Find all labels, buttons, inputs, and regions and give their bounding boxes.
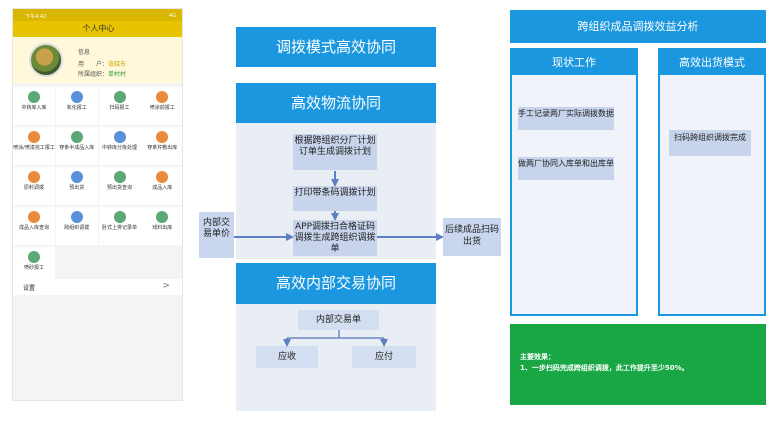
grid-item-label: 成品入库 [152,185,173,191]
settings-label: 设置 [23,285,36,292]
grid-item-label: 成品入库查询 [18,225,49,231]
function-icon [28,91,40,103]
avatar[interactable] [29,43,63,77]
current-work-item-1: 手工记录两厂实际调拨数据 [518,107,614,130]
user-label: 用 户： [78,61,109,68]
function-icon [156,91,169,103]
grid-item-label: 卧式上排记录单 [101,225,137,231]
shipping-box: 后续成品扫码出货 [443,218,501,256]
current-work-panel [510,48,638,316]
grid-item[interactable]: 中转库分拣处理 [98,127,141,165]
grid-item-label: 穿条半成品入库 [59,145,95,151]
info-title: 信息 [78,49,91,56]
grid-item-label: 预出货查询 [106,185,132,191]
grid-item[interactable]: 卧式上排记录单 [98,207,141,245]
grid-item-label: 跨组织调拨 [64,225,90,231]
internal-price-box: 内部交易单价 [199,212,234,258]
heading-logistics: 高效物流协同 [236,83,436,123]
function-icon [113,131,126,143]
grid-item-label: 穿条芹敷出库 [147,145,178,151]
grid-item[interactable]: 原料调拨 [13,167,55,205]
effect-box: 主要效果： 1、一步扫码完成跨组织调拨，此工作提升至少50%。 [510,324,766,405]
heading-internal-trade: 高效内部交易协同 [236,263,436,304]
function-icon [156,211,169,223]
grid-item[interactable]: 戏料出库 [141,207,182,245]
heading-dispatch-mode: 调拨模式高效协同 [236,27,436,67]
grid-item[interactable]: 穿条芹敷出库 [141,127,182,165]
function-icon [28,131,40,143]
status-time: 下午4:42 [25,14,47,20]
status-signal: 4G [168,13,176,19]
current-work-title: 现状工作 [512,50,636,75]
chevron-right-icon: > [162,281,170,291]
grid-item-label: 喷砂报工 [23,265,44,271]
receivable-box: 应收 [256,346,318,368]
grid-item[interactable]: 中转库入库 [13,87,55,125]
efficient-mode-panel [658,48,766,316]
function-icon [70,131,83,143]
payable-box: 应付 [352,346,416,368]
grid-item[interactable]: 喷涂前报工 [141,87,182,125]
current-work-item-2: 做两厂协同入库单和出库单 [518,157,614,180]
grid-item-label: 中转库分拣处理 [101,145,137,151]
trade-order-box: 内部交易单 [298,310,379,330]
function-icon [28,211,40,223]
effect-text: 1、一步扫码完成跨组织调拨，此工作提升至少50%。 [520,364,689,372]
phone-screenshot: 下午4:42 4G 个人中心 信息 用 户：张晓东 所属组织：单村村 中转库入库… [12,8,183,401]
function-icon [28,251,40,263]
grid-item[interactable]: 氧化报工 [55,87,98,125]
function-icon [156,171,169,183]
effect-title: 主要效果： [520,353,555,361]
org-label: 所属组织： [78,71,109,78]
grid-item[interactable]: 喷涂/喷漆完工报工 [13,127,55,165]
user-value: 张晓东 [108,61,127,68]
analysis-title: 跨组织成品调拨效益分析 [510,10,766,43]
settings-row[interactable]: 设置 > [13,279,182,295]
flow-step-scan: APP调拨扫合格证码调拨生成跨组织调拨单 [293,220,377,256]
function-icon [113,211,126,223]
grid-item[interactable]: 成品入库 [141,167,182,205]
flow-step-plan: 根据跨组织分厂计划订单生成调拨计划 [293,134,377,170]
grid-item[interactable]: 喷砂报工 [13,247,55,285]
grid-item[interactable]: 扫码报工 [98,87,141,125]
grid-item[interactable]: 跨组织调拨 [55,207,98,245]
page-title: 个人中心 [13,21,182,37]
grid-item[interactable]: 预出货查询 [98,167,141,205]
grid-item-label: 戏料出库 [152,225,173,231]
profile-card: 信息 用 户：张晓东 所属组织：单村村 [13,37,182,83]
grid-item-label: 喷涂/喷漆完工报工 [13,145,55,151]
grid-item-label: 中转库入库 [21,105,47,111]
grid-item[interactable]: 穿条半成品入库 [55,127,98,165]
efficient-mode-title: 高效出货模式 [660,50,764,75]
function-icon [156,131,169,143]
function-icon [70,91,83,103]
function-icon [70,211,83,223]
function-icon [28,171,40,183]
grid-item-label: 扫码报工 [109,105,130,111]
user-row: 用 户：张晓东 [78,59,126,68]
grid-item[interactable]: 预出货 [55,167,98,205]
grid-item-label: 喷涂前报工 [149,105,175,111]
grid-item-label: 氧化报工 [66,105,87,111]
function-icon [113,91,126,103]
function-icon [113,171,126,183]
org-value: 单村村 [108,71,127,78]
grid-item-label: 原料调拨 [23,185,44,191]
grid-item[interactable]: 成品入库查询 [13,207,55,245]
org-row: 所属组织：单村村 [78,69,126,78]
flow-step-print: 打印带条码调拨计划 [293,186,377,211]
efficient-mode-item-1: 扫码跨组织调拨完成 [669,130,751,156]
grid-item-label: 预出货 [69,185,85,191]
function-icon [70,171,83,183]
